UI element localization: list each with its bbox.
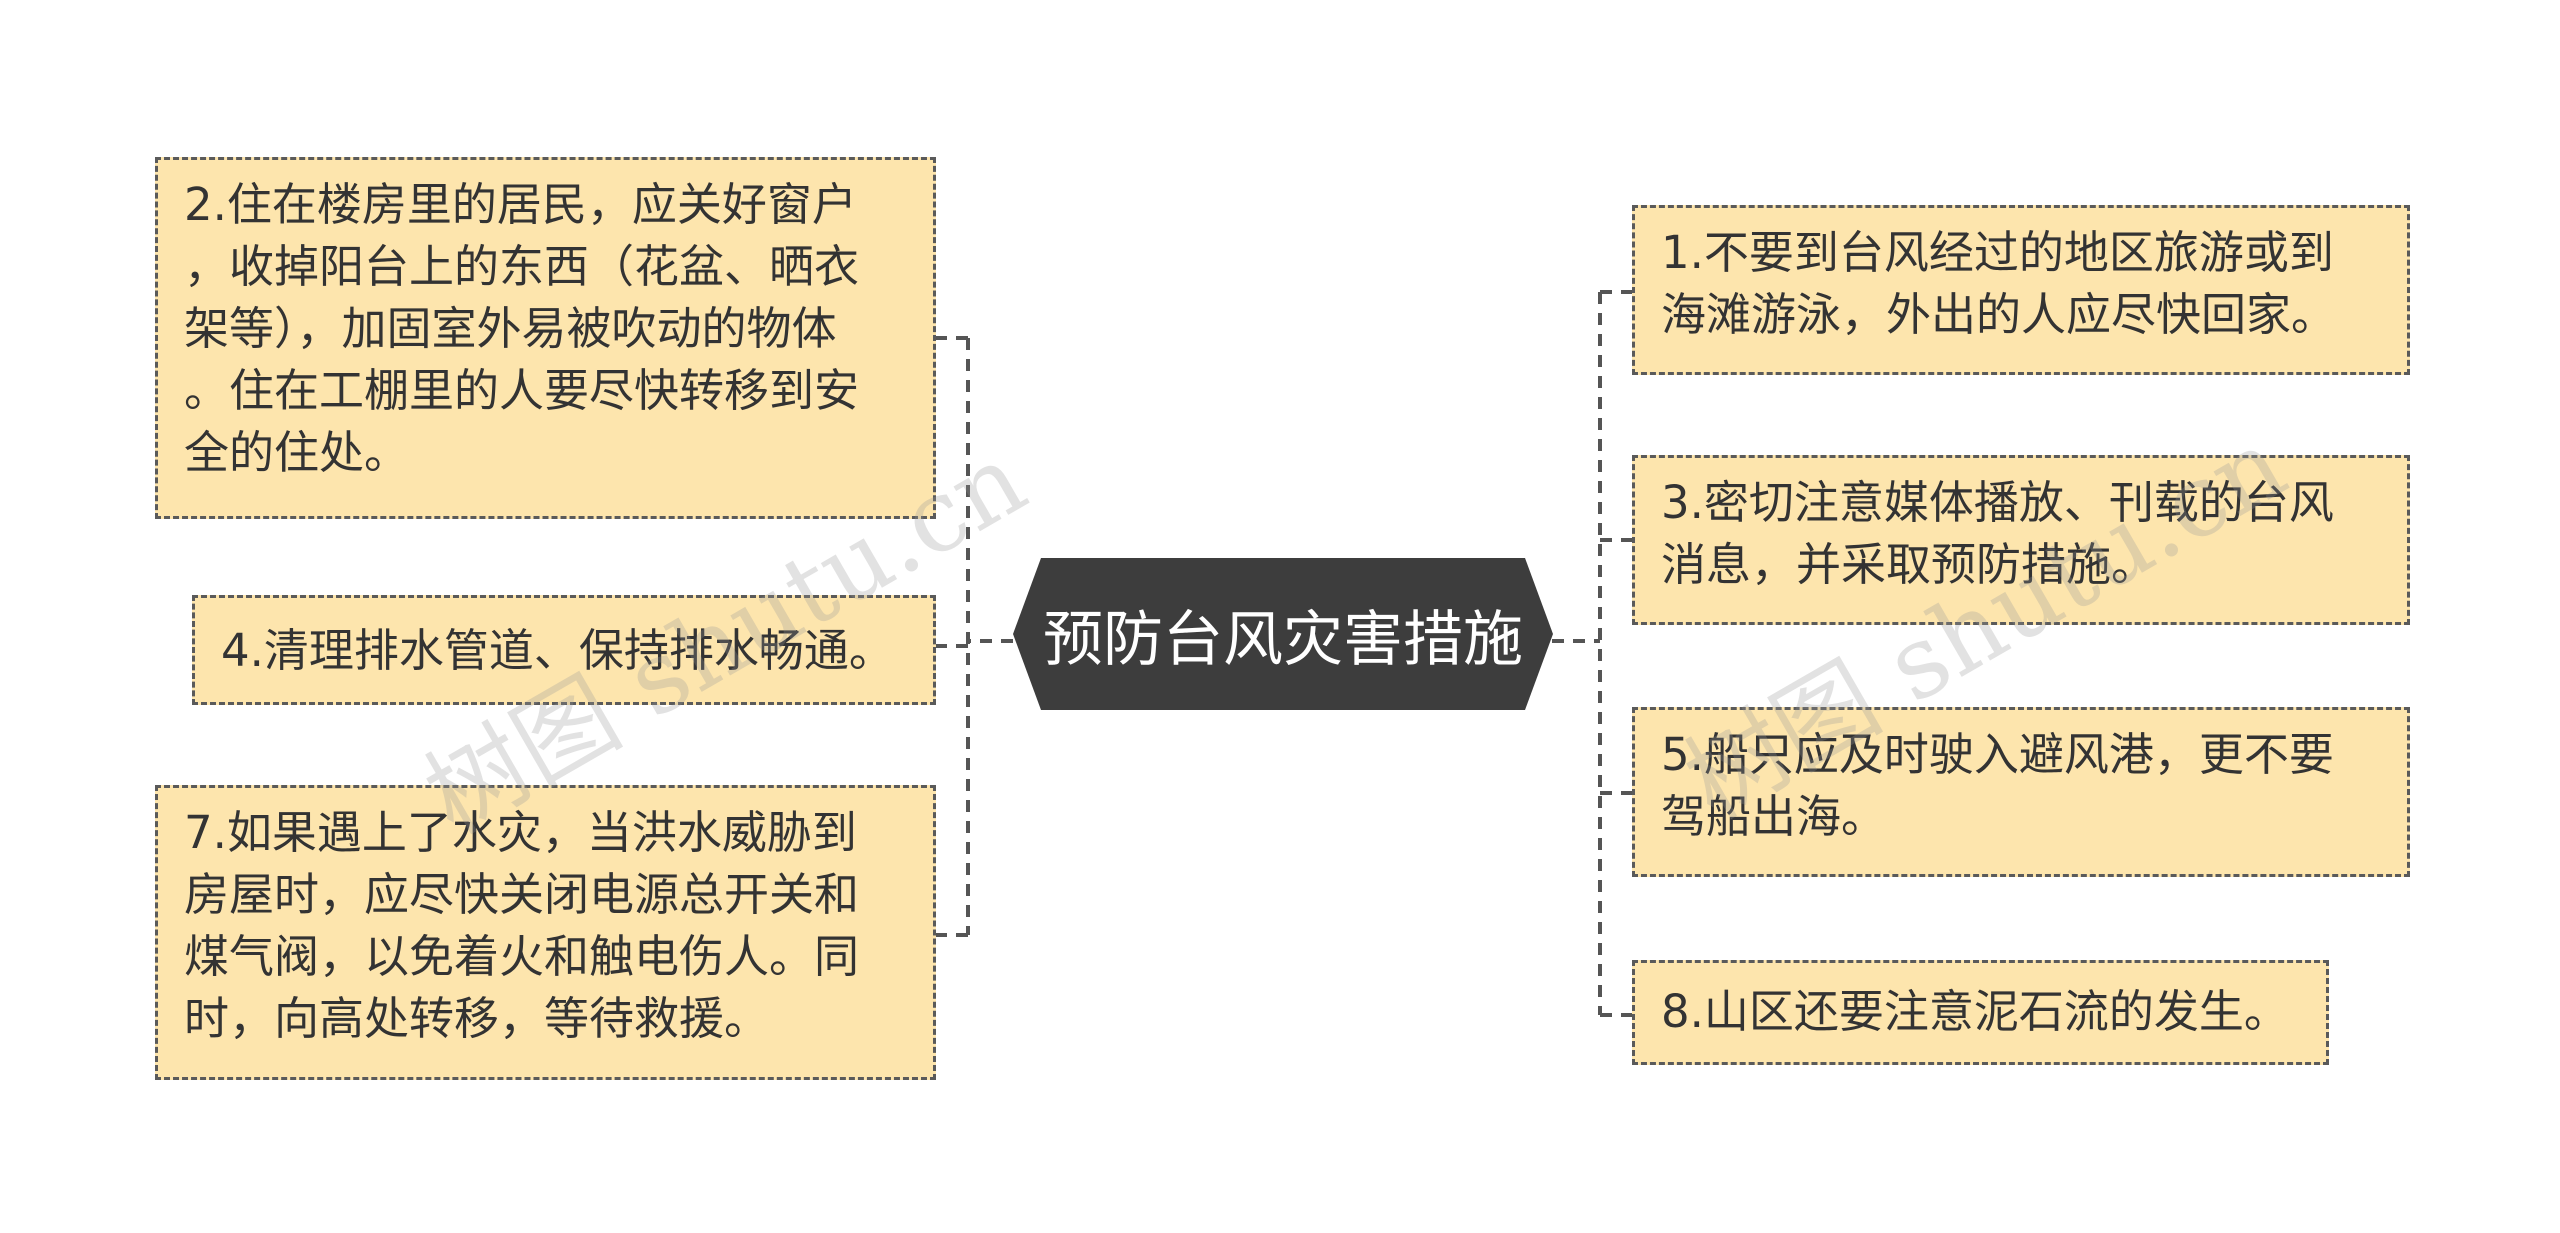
- topic-node-5[interactable]: 5.船只应及时驶入避风港，更不要 驾船出海。: [1632, 707, 2410, 877]
- topic-node-4[interactable]: 4.清理排水管道、保持排水畅通。: [192, 595, 936, 705]
- topic-node-8[interactable]: 8.山区还要注意泥石流的发生。: [1632, 960, 2329, 1065]
- central-topic[interactable]: 预防台风灾害措施: [1013, 558, 1553, 710]
- topic-node-2[interactable]: 2.住在楼房里的居民，应关好窗户 ，收掉阳台上的东西（花盆、晒衣 架等），加固室…: [155, 157, 936, 519]
- central-topic-label: 预防台风灾害措施: [1043, 604, 1523, 675]
- central-topic-shape: [1013, 558, 1553, 710]
- topic-node-1[interactable]: 1.不要到台风经过的地区旅游或到 海滩游泳，外出的人应尽快回家。: [1632, 205, 2410, 375]
- topic-node-3[interactable]: 3.密切注意媒体播放、刊载的台风 消息，并采取预防措施。: [1632, 455, 2410, 625]
- topic-node-7[interactable]: 7.如果遇上了水灾，当洪水威胁到 房屋时，应尽快关闭电源总开关和 煤气阀，以免着…: [155, 785, 936, 1080]
